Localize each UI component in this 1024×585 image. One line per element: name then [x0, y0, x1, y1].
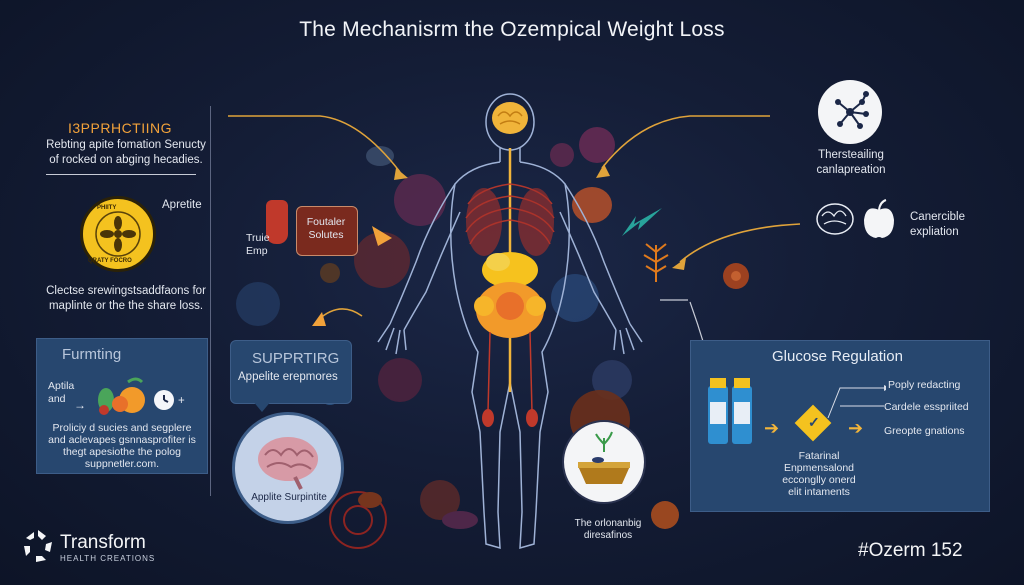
logo-tagline: HEALTH CREATIONS	[60, 554, 156, 563]
glucose-title: Glucose Regulation	[772, 348, 903, 365]
fruit-label-box	[296, 206, 358, 256]
glucose-arrow-2: ➔	[848, 418, 864, 438]
appetite-badge	[80, 196, 156, 272]
logo-name: Transform	[60, 532, 146, 553]
furmting-plus: +	[178, 395, 185, 407]
clock-icon	[154, 390, 174, 410]
fruit-label-left: Truie Emp	[246, 232, 270, 257]
apple-icon	[864, 199, 894, 238]
supporting-title: SUPPRTIRG	[252, 350, 340, 367]
left-rule	[46, 174, 196, 175]
glucose-item-3: Greopte gnations	[884, 425, 965, 437]
left-description: Rebting apite fomation Senucty of rocked…	[46, 139, 206, 166]
furmting-row-label: Aptila and	[48, 380, 75, 405]
badge-ring-top: PHIITY	[97, 205, 117, 211]
furmting-text: Proliciy d sucies and segplere and aclev…	[48, 422, 196, 470]
callout-pointer	[252, 400, 272, 412]
checkmark-glyph: ✓	[808, 414, 820, 430]
molecule-icon	[835, 91, 869, 129]
glucose-branch-lines	[827, 385, 886, 419]
brain-caption: Applite Surpintite	[251, 492, 327, 503]
left-description-2: Clectse srewingstsaddfaons for maplinte …	[46, 285, 206, 312]
left-heading: I3PPRHCTIING	[68, 120, 173, 136]
brain-icon	[258, 437, 318, 490]
badge-label: Apretite	[162, 199, 202, 211]
hashtag: #Ozerm 152	[858, 540, 963, 561]
glucose-item-2: Cardele esspriited	[884, 401, 969, 413]
bowl-circle	[562, 420, 646, 504]
fruit-label-right: Foutaler Solutes	[306, 216, 346, 241]
badge-ring-bottom: QRATY FOCRO	[88, 258, 132, 264]
supporting-subtitle: Appelite erepmores	[238, 371, 338, 383]
bowl-caption: The orlonanbig diresafinos	[574, 518, 642, 541]
glucose-description: Fatarinal Enpmensalond ecconglly onerd e…	[782, 450, 856, 498]
brain-outline-icon	[816, 203, 854, 235]
page-title: The Mechanisrm the Ozempical Weight Loss	[299, 18, 725, 41]
vial-icon	[708, 378, 752, 444]
furmting-arrow-icon: →	[74, 398, 86, 412]
molecule-label: Thersteailing canlapreation	[816, 149, 886, 176]
fruit-cluster-icon	[98, 377, 145, 415]
molecule-circle	[818, 80, 882, 144]
furmting-title: Furmting	[62, 346, 122, 363]
supporting-callout	[230, 340, 352, 404]
badge-emblem-icon	[95, 211, 141, 257]
bowl-icon	[578, 431, 630, 484]
glucose-item-1: Poply redacting	[888, 379, 961, 391]
red-fruit-icon	[266, 200, 288, 244]
apple-label: Canercible expliation	[910, 211, 965, 238]
glucose-arrow-1: ➔	[764, 418, 780, 438]
left-divider	[210, 106, 211, 496]
transform-logo-icon	[24, 530, 52, 562]
human-body-figure	[377, 93, 643, 550]
brain-circle	[232, 412, 344, 524]
